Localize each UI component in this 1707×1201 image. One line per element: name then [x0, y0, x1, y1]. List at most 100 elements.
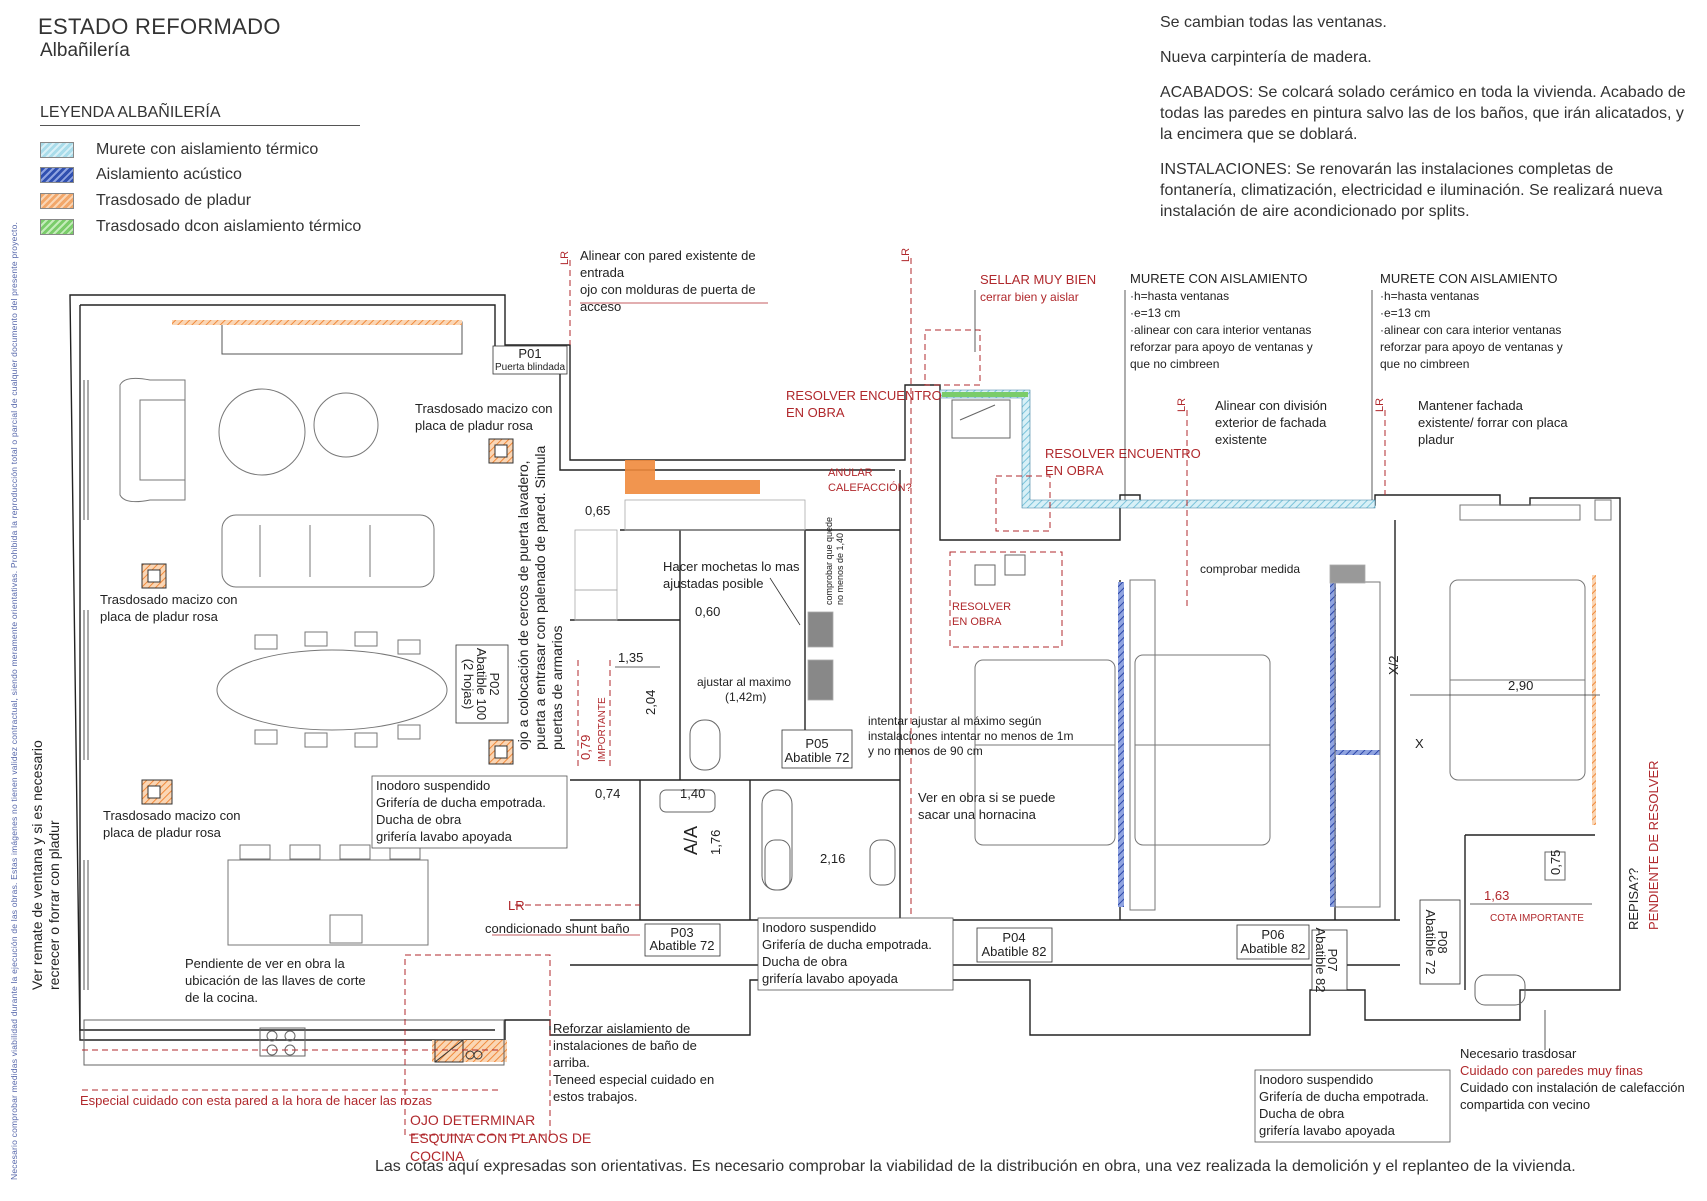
- note-installations: INSTALACIONES: Se renovarán las instalac…: [1160, 161, 1663, 220]
- lr-marker-5: LR: [508, 898, 525, 913]
- acoustic-wall-1: [1118, 582, 1124, 907]
- legend-swatch-acoustic: [40, 167, 74, 183]
- bath-spec-2: Inodoro suspendido: [762, 920, 876, 935]
- dim-label: 0,60: [695, 604, 720, 619]
- dim-label: X: [1415, 736, 1424, 751]
- dim-label: 0,74: [595, 786, 620, 801]
- pladur-block: [625, 460, 760, 494]
- note-align-wall: Alinear con pared existente de: [580, 248, 756, 263]
- general-notes: Se cambian todas las ventanas. Nueva car…: [1160, 12, 1690, 236]
- door-code: P04: [1002, 930, 1025, 945]
- note-reforzar: estos trabajos.: [553, 1089, 638, 1104]
- bath-spec-2: grifería lavabo apoyada: [762, 971, 899, 986]
- note-trasdosar: compartida con vecino: [1460, 1097, 1590, 1112]
- note-shunt: condicionado shunt baño: [485, 921, 630, 936]
- legend-swatch-thermal: [40, 219, 74, 235]
- dim-label: 0,79: [578, 735, 593, 760]
- note-murete-2: reforzar para apoyo de ventanas y: [1380, 340, 1563, 354]
- note-murete-1: que no cimbreen: [1130, 357, 1219, 371]
- acoustic-wall-3: [1330, 750, 1380, 755]
- door-desc: Abatible 72: [649, 938, 714, 953]
- note-align-div: exterior de fachada: [1215, 415, 1327, 430]
- note-pendiente: PENDIENTE DE RESOLVER: [1646, 760, 1661, 930]
- door-code: P05: [805, 736, 828, 751]
- note-trasdosar: Cuidado con instalación de calefacción: [1460, 1080, 1685, 1095]
- dim-label: 2,04: [643, 690, 658, 715]
- legend-label: Trasdosado dcon aislamiento térmico: [96, 218, 362, 235]
- bath-spec-2: Ducha de obra: [762, 954, 848, 969]
- note-murete-1: MURETE CON AISLAMIENTO: [1130, 271, 1307, 286]
- note-murete-2: que no cimbreen: [1380, 357, 1469, 371]
- note-align-wall: ojo con molduras de puerta de: [580, 282, 756, 297]
- note-llaves: Pendiente de ver en obra la: [185, 956, 345, 971]
- door-code: P02: [487, 672, 502, 695]
- dim-label: 1,63: [1484, 888, 1509, 903]
- bath-spec-2: Grifería de ducha empotrada.: [762, 937, 932, 952]
- bath-spec-1: Inodoro suspendido: [376, 778, 490, 793]
- note-ojo-cercos: puertas de armarios: [549, 625, 565, 750]
- bath-spec-1: Ducha de obra: [376, 812, 462, 827]
- note-comprobar-vertical: no menos de 1,40: [835, 533, 845, 605]
- bath-spec-3: Ducha de obra: [1259, 1106, 1345, 1121]
- bath-spec-boxes: [371, 775, 1451, 1143]
- note-trasdosado-2: Trasdosado macizo con: [100, 592, 238, 607]
- left-windows: [83, 321, 463, 990]
- note-cota-importante: COTA IMPORTANTE: [1490, 913, 1584, 924]
- note-murete-2: ·e=13 cm: [1380, 306, 1430, 320]
- note-ojo-esquina: OJO DETERMINAR: [410, 1112, 535, 1128]
- lr-marker-1: LR: [559, 251, 571, 265]
- note-trasdosado-1: Trasdosado macizo con: [415, 401, 553, 416]
- legend-item-thermal: Trasdosado dcon aislamiento térmico: [40, 216, 361, 238]
- note-keep-facade: existente/ forrar con placa: [1418, 415, 1568, 430]
- note-windows: Se cambian todas las ventanas.: [1160, 14, 1387, 31]
- note-resolver-3: RESOLVER: [952, 601, 1011, 613]
- kitchen-counter: [83, 1019, 505, 1066]
- note-anular: ANULAR: [828, 467, 873, 479]
- note-keep-facade: Mantener fachada: [1418, 398, 1524, 413]
- acoustic-wall-2: [1330, 582, 1336, 907]
- note-ojo-cercos: ojo a colocación de cercos de puerta lav…: [515, 460, 531, 750]
- annotations-black: Alinear con pared existente de entrada o…: [29, 248, 1685, 1112]
- note-resolver-1: RESOLVER ENCUENTRO: [786, 388, 942, 403]
- dashed-markers: [82, 258, 1386, 1136]
- page-title: ESTADO REFORMADO: [38, 14, 281, 39]
- note-hornacina: sacar una hornacina: [918, 807, 1037, 822]
- legend-item-murete: Murete con aislamiento térmico: [40, 139, 318, 161]
- note-reforzar: instalaciones de baño de: [553, 1038, 697, 1053]
- door-desc: Abatible 82: [1240, 941, 1305, 956]
- dim-label: X/2: [1386, 655, 1401, 675]
- door-code: P01: [518, 346, 541, 361]
- legend-label: Trasdosado de pladur: [96, 192, 252, 209]
- note-murete-2: ·alinear con cara interior ventanas: [1380, 323, 1561, 337]
- door-labels: P01 Puerta blindada P02 Abatible 100 (2 …: [461, 346, 1450, 993]
- note-murete-2: ·h=hasta ventanas: [1380, 289, 1479, 303]
- note-mochetas: Hacer mochetas lo mas: [663, 559, 800, 574]
- note-resolver-2: RESOLVER ENCUENTRO: [1045, 446, 1201, 461]
- note-finishes: ACABADOS: Se colcará solado cerámico en …: [1160, 84, 1686, 143]
- note-hornacina: Ver en obra si se puede: [918, 790, 1055, 805]
- note-trasdosado-3: Trasdosado macizo con: [103, 808, 241, 823]
- note-especial: Especial cuidado con esta pared a la hor…: [80, 1093, 432, 1108]
- bathroom-fixtures: [659, 399, 1566, 1006]
- door-code: P06: [1261, 927, 1284, 942]
- leader-lines: [492, 290, 1546, 1050]
- note-murete-1: ·h=hasta ventanas: [1130, 289, 1229, 303]
- door-tags: [455, 345, 1461, 991]
- legend-title: LEYENDA ALBAÑILERÍA: [40, 104, 221, 121]
- note-resolver-3: EN OBRA: [952, 616, 1002, 628]
- note-ajustar: ajustar al maximo: [697, 675, 791, 689]
- note-ojo-esquina: COCINA: [410, 1148, 465, 1164]
- note-carpentry: Nueva carpintería de madera.: [1160, 49, 1372, 66]
- bath-spec-3: Inodoro suspendido: [1259, 1072, 1373, 1087]
- note-intentar: y no menos de 90 cm: [868, 744, 983, 758]
- dimension-labels: 0,65 0,60 1,35 2,04 0,79 0,74 1,40 1,76 …: [578, 503, 1563, 903]
- legend-item-pladur: Trasdosado de pladur: [40, 190, 251, 212]
- dim-label: 1,35: [618, 650, 643, 665]
- murete-band: [939, 389, 1376, 509]
- door-desc: Abatible 82: [981, 944, 1046, 959]
- dim-label: 0,75: [1548, 850, 1563, 875]
- note-keep-facade: pladur: [1418, 432, 1455, 447]
- legend-item-acoustic: Aislamiento acústico: [40, 164, 242, 186]
- note-resolver-2: EN OBRA: [1045, 463, 1104, 478]
